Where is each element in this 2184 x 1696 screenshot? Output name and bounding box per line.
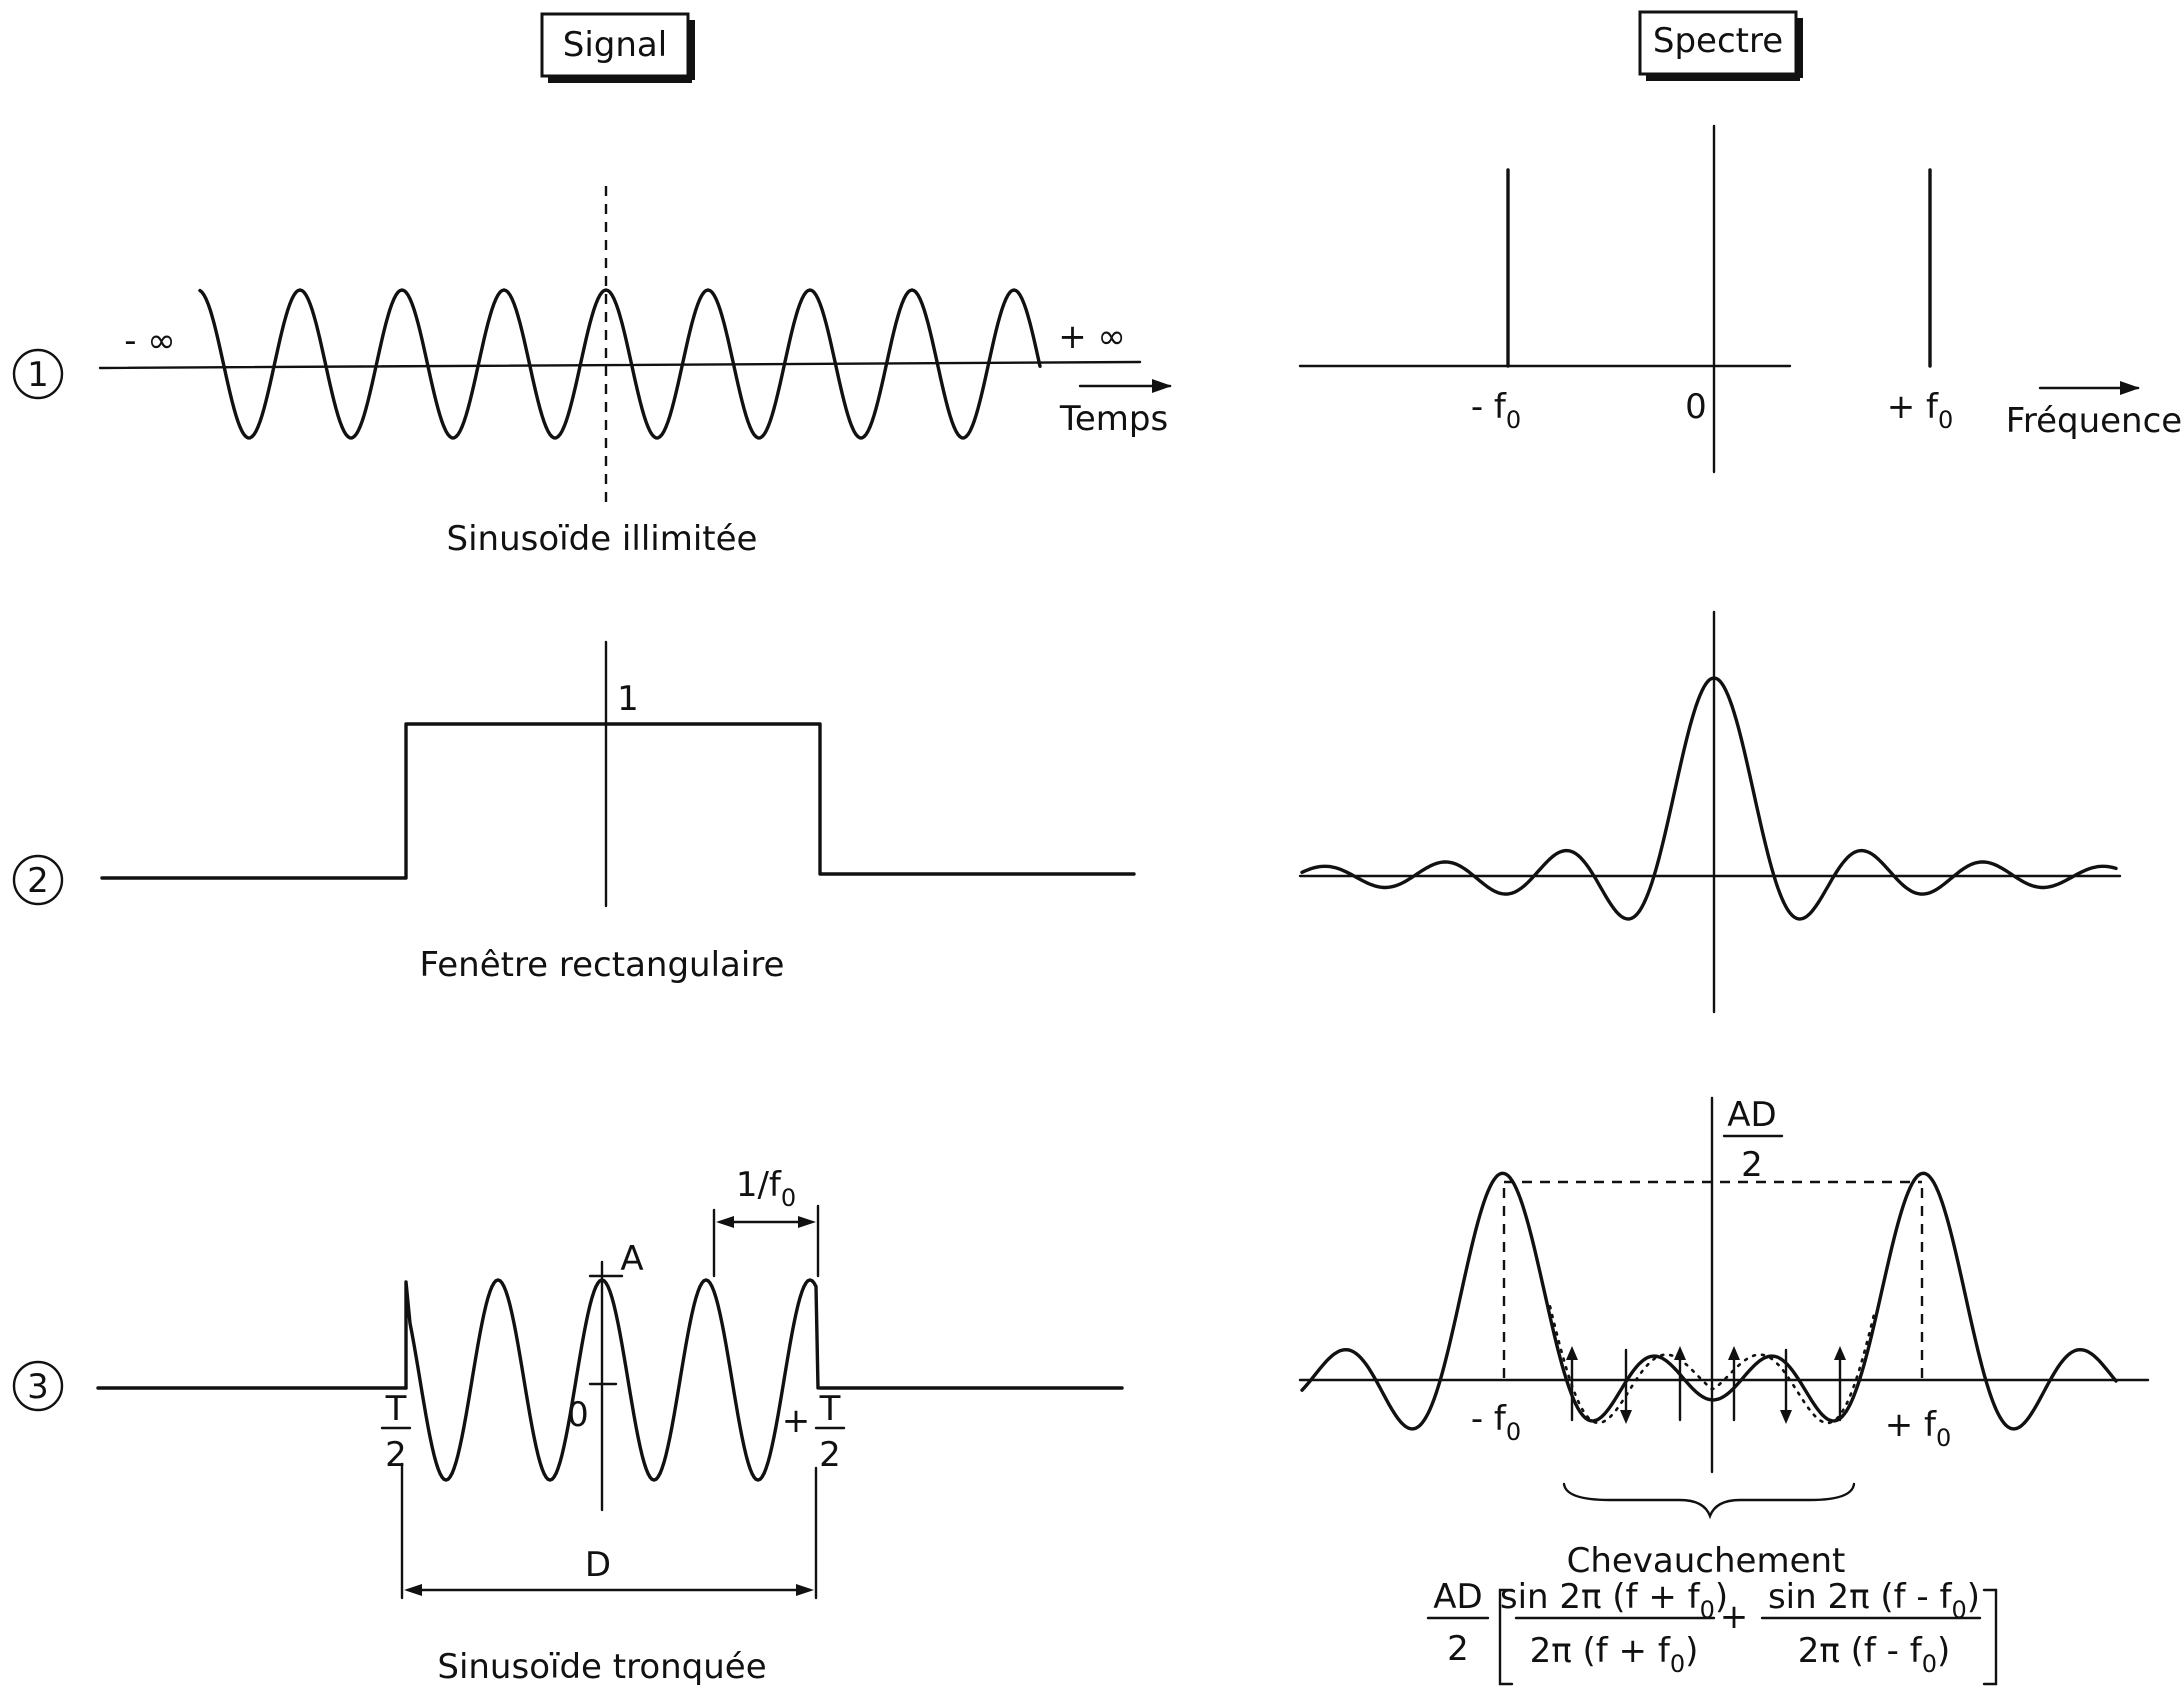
svg-text:2: 2 — [385, 1435, 407, 1475]
svg-text:T: T — [385, 1389, 407, 1429]
truncated-sinusoid-panel: 1/f0 A 0 T 2 + T 2 D Sinusoïde tronquée — [96, 1165, 1124, 1687]
minus-f0-label: - f0 — [1471, 387, 1521, 434]
arrow-up-2-head — [1674, 1346, 1686, 1360]
spectrum-formula: AD 2 sin 2π (f + f0) 2π (f + f0) + sin 2… — [1426, 1577, 1998, 1686]
svg-text:2: 2 — [27, 861, 49, 901]
plus-f0-label: + f0 — [1887, 387, 1954, 434]
spectre-header-label: Spectre — [1653, 21, 1783, 61]
svg-text:2π (f + f0): 2π (f + f0) — [1530, 1631, 1699, 1678]
frequency-axis-label: Fréquence — [2006, 401, 2182, 441]
sinc-spectrum-curve — [1300, 676, 2118, 921]
zero-label: 0 — [1685, 387, 1707, 427]
arrow-up-3-head — [1728, 1346, 1740, 1360]
signal-header-label: Signal — [563, 25, 667, 65]
rectangular-window-curve — [100, 722, 1136, 880]
arrow-up-4-head — [1834, 1346, 1846, 1360]
infinite-sinusoid-curve — [198, 288, 1042, 440]
window-height-label: 1 — [617, 679, 639, 719]
row-number-2: 2 — [12, 854, 64, 906]
svg-text:AD: AD — [1433, 1577, 1482, 1617]
overlap-sum-curve — [1300, 1171, 2118, 1431]
svg-text:2: 2 — [819, 1435, 841, 1475]
row-number-3: 3 — [12, 1360, 64, 1412]
minus-f0-label-3: - f0 — [1471, 1399, 1521, 1446]
infinite-sinusoid-panel: - ∞ + ∞ Temps Sinusoïde illimitée — [98, 186, 1172, 559]
time-axis-label: Temps — [1059, 399, 1168, 439]
overlap-spectrum-panel: AD 2 - f0 + f0 Chevauchement AD 2 sin 2π… — [1298, 1095, 2150, 1686]
svg-text:2: 2 — [1447, 1629, 1469, 1669]
amplitude-label: A — [620, 1239, 643, 1279]
plus-infinity-label: + ∞ — [1058, 317, 1126, 357]
svg-text:1: 1 — [27, 355, 49, 395]
duration-label: D — [585, 1545, 611, 1585]
rectangular-window-caption: Fenêtre rectangulaire — [420, 945, 785, 985]
svg-text:sin 2π (f + f0): sin 2π (f + f0) — [1500, 1577, 1728, 1624]
individual-lobes-dotted-curve — [1548, 1305, 1876, 1425]
arrow-up-1-head — [1566, 1346, 1578, 1360]
arrow-down-2-head — [1780, 1410, 1792, 1424]
period-label: 1/f0 — [736, 1165, 796, 1212]
line-spectrum-panel: - f0 0 + f0 Fréquence — [1298, 124, 2182, 474]
svg-text:+: + — [782, 1401, 811, 1441]
plus-f0-label-3: + f0 — [1885, 1405, 1952, 1452]
svg-text:+: + — [1720, 1597, 1749, 1637]
svg-text:AD: AD — [1727, 1095, 1776, 1135]
svg-text:3: 3 — [27, 1367, 49, 1407]
time-axis — [98, 360, 1142, 370]
arrow-down-1-head — [1620, 1410, 1632, 1424]
minus-half-period-label: T 2 — [380, 1389, 412, 1475]
truncated-sinusoid-caption: Sinusoïde tronquée — [437, 1647, 766, 1687]
rectangular-window-panel: 1 Fenêtre rectangulaire — [100, 640, 1136, 985]
svg-text:2: 2 — [1741, 1145, 1763, 1185]
svg-text:2π (f - f0): 2π (f - f0) — [1798, 1631, 1951, 1678]
overlap-brace — [1562, 1482, 1856, 1520]
truncated-sinusoid-curve — [404, 1278, 820, 1482]
infinite-sinusoid-caption: Sinusoïde illimitée — [447, 519, 758, 559]
signal-header: Signal — [540, 12, 695, 83]
svg-text:T: T — [819, 1389, 841, 1429]
origin-label: 0 — [567, 1395, 589, 1435]
svg-text:sin 2π (f - f0): sin 2π (f - f0) — [1768, 1577, 1980, 1624]
row-number-1: 1 — [12, 348, 64, 400]
peak-amplitude-label: AD 2 — [1722, 1095, 1784, 1185]
sinc-spectrum-panel — [1298, 610, 2122, 1014]
overlap-label: Chevauchement — [1567, 1541, 1846, 1581]
plus-half-period-label: + T 2 — [782, 1389, 846, 1475]
overlap-arrows — [1566, 1346, 1846, 1424]
minus-infinity-label: - ∞ — [124, 321, 175, 361]
spectre-header: Spectre — [1638, 10, 1803, 81]
